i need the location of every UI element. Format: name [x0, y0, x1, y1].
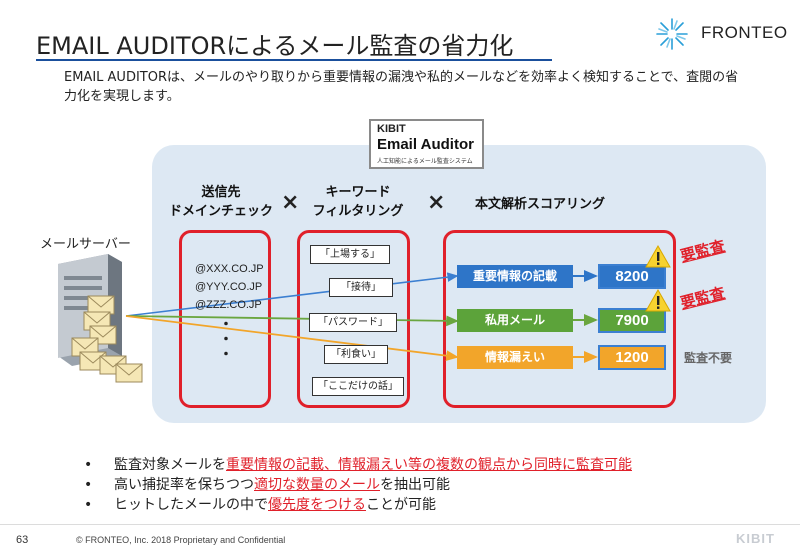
- badge-kibit-mark: KIBIT: [377, 123, 406, 135]
- keyword-item: 「接待」: [329, 278, 393, 297]
- keyword-item: 「上場する」: [310, 245, 390, 264]
- score-category-leak: 情報漏えい: [457, 346, 573, 369]
- keyword-item: 「利食い」: [324, 345, 388, 364]
- audit-not-required-label: 監査不要: [684, 351, 733, 365]
- page-title: EMAIL AUDITORによるメール監査の省力化: [36, 32, 514, 60]
- title-underline: [36, 59, 552, 61]
- footer-kibit-logo: KIBIT: [736, 531, 775, 546]
- bullet-text: 高い捕捉率を保ちつつ: [114, 477, 254, 493]
- bullet-text: ヒットしたメールの中で: [114, 497, 268, 513]
- arrow-orange: [125, 315, 459, 362]
- ellipsis-dot: ・: [219, 347, 233, 363]
- page-number: 63: [16, 534, 29, 546]
- column-heading-domain: 送信先 ドメインチェック: [166, 183, 276, 221]
- bullet-mark: •: [84, 497, 93, 513]
- copyright-text: © FRONTEO, Inc. 2018 Proprietary and Con…: [76, 535, 286, 545]
- domain-item: @YYY.CO.JP: [195, 281, 263, 293]
- intro-text: EMAIL AUDITORは、メールのやり取りから重要情報の漏洩や私的メールなど…: [64, 70, 739, 104]
- bullet-text: を抽出可能: [380, 477, 450, 493]
- fronteo-logo: [656, 18, 688, 50]
- multiply-sign: ×: [281, 190, 300, 215]
- score-category-private: 私用メール: [457, 309, 573, 332]
- score-value: 7900: [598, 308, 666, 333]
- domain-item: @XXX.CO.JP: [195, 263, 264, 275]
- ellipsis-dot: ・: [219, 317, 233, 333]
- mail-server-icon: [58, 254, 143, 383]
- warning-icon: [645, 289, 671, 312]
- column-heading-score: 本文解析スコアリング: [474, 197, 605, 212]
- bullet-emphasis: 優先度をつける: [268, 497, 366, 513]
- heading-line: キーワード: [325, 185, 391, 200]
- arrow-green: [125, 315, 459, 327]
- email-auditor-badge: KIBIT Email Auditor 人工知能によるメール監査システム: [369, 119, 484, 169]
- score-value: 8200: [598, 264, 666, 289]
- bullet-emphasis: 重要情報の記載、情報漏えい等の複数の観点から同時に監査可能: [226, 457, 632, 473]
- heading-line: 送信先: [201, 185, 241, 200]
- column-heading-keyword: キーワード フィルタリング: [303, 183, 413, 221]
- footer-divider: [0, 524, 800, 525]
- ellipsis-dot: ・: [219, 332, 233, 348]
- bullet-text: ことが可能: [366, 497, 436, 513]
- heading-line: フィルタリング: [312, 204, 404, 219]
- keyword-item: 「パスワード」: [309, 313, 397, 332]
- heading-line: ドメインチェック: [168, 204, 273, 219]
- mail-server-label: メールサーバー: [40, 237, 131, 252]
- bullet-item: • 監査対象メールを重要情報の記載、情報漏えい等の複数の観点から同時に監査可能: [84, 454, 632, 474]
- badge-product-name: Email Auditor: [377, 136, 474, 153]
- logo-text: FRONTEO: [701, 23, 788, 42]
- score-category-important: 重要情報の記載: [457, 265, 573, 288]
- keyword-item: 「ここだけの話」: [312, 377, 404, 396]
- badge-subtitle: 人工知能によるメール監査システム: [377, 158, 473, 165]
- score-value: 1200: [598, 345, 666, 370]
- domain-item: @ZZZ.CO.JP: [195, 299, 262, 311]
- bullet-mark: •: [84, 477, 93, 493]
- arrow-blue: [125, 272, 459, 317]
- warning-icon: [645, 245, 671, 268]
- scoring-box: [443, 230, 676, 408]
- multiply-sign: ×: [427, 190, 446, 215]
- bullet-mark: •: [84, 457, 93, 473]
- bullet-emphasis: 適切な数量のメール: [254, 477, 380, 493]
- bullet-text: 監査対象メールを: [114, 457, 226, 473]
- bullet-item: • 高い捕捉率を保ちつつ適切な数量のメールを抽出可能: [84, 474, 450, 494]
- bullet-item: • ヒットしたメールの中で優先度をつけることが可能: [84, 494, 436, 514]
